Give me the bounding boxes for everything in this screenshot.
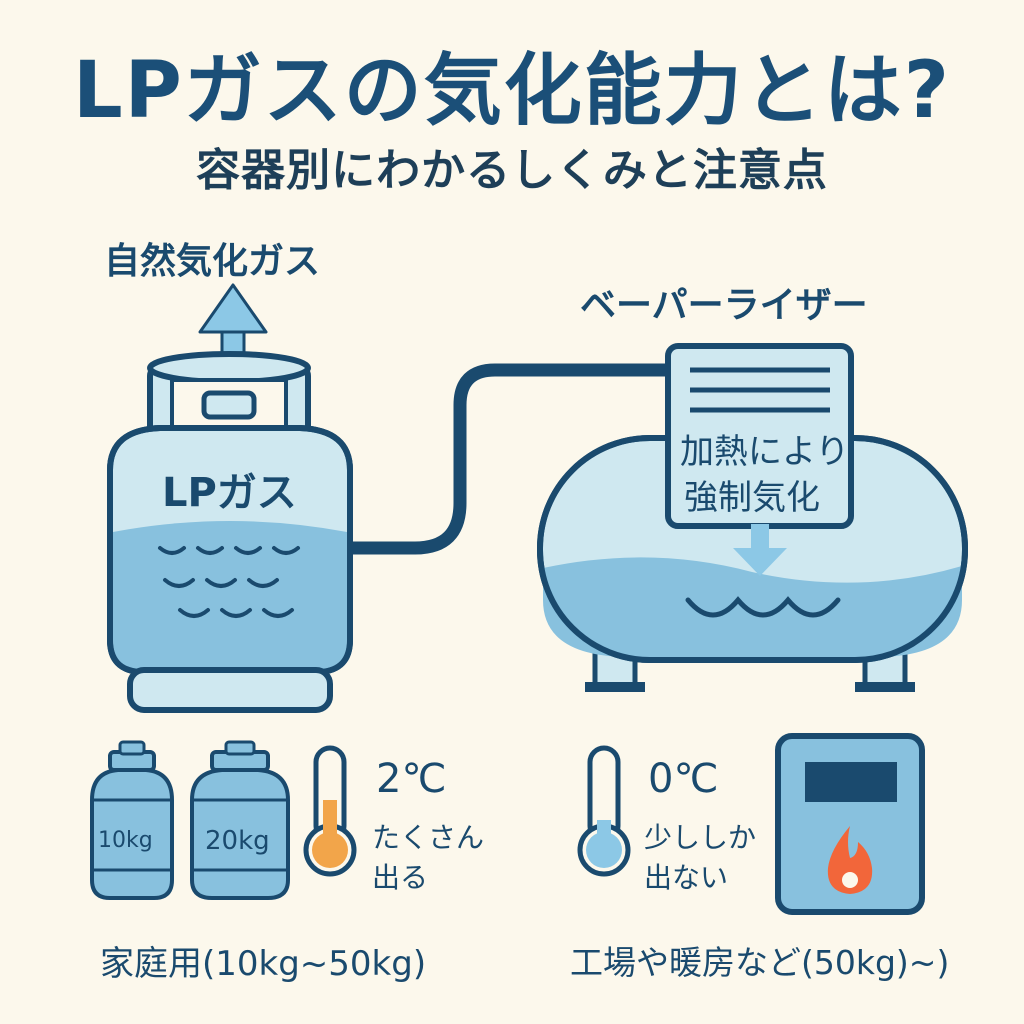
down-arrow-icon	[733, 524, 787, 576]
natural-vaporization-label: 自然気化ガス	[104, 241, 321, 282]
gas-cylinder-icon	[190, 740, 290, 900]
industrial-description-line1: 少ししか	[644, 821, 757, 854]
thermometer-icon	[577, 745, 631, 877]
flame-icon	[827, 826, 873, 894]
household-temperature: 2℃	[376, 756, 447, 802]
cylinder-label: LPガス	[162, 470, 297, 516]
vaporizer-panel-text-line1: 加熱により	[680, 432, 850, 472]
thermometer-icon	[303, 745, 357, 877]
cylinder-10kg-label: 10kg	[98, 828, 153, 853]
page-subtitle: 容器別にわかるしくみと注意点	[196, 145, 828, 196]
page-title: LPガスの気化能力とは?	[72, 46, 952, 136]
industrial-caption: 工場や暖房など(50kg)~)	[570, 943, 950, 982]
household-description-line1: たくさん	[372, 821, 485, 854]
cylinder-20kg-label: 20kg	[205, 826, 270, 856]
industrial-temperature: 0℃	[648, 756, 719, 802]
gas-cylinder-icon	[107, 351, 353, 713]
gas-cylinder-icon	[90, 740, 174, 900]
gas-pipe	[338, 363, 679, 555]
household-caption: 家庭用(10kg~50kg)	[100, 944, 427, 984]
vaporizer-panel-text-line2: 強制気化	[684, 478, 820, 518]
heater-icon	[775, 733, 925, 915]
industrial-description-line2: 出ない	[644, 861, 729, 894]
vaporizer-label: ベーパーライザー	[580, 285, 868, 326]
household-description-line2: 出る	[372, 861, 429, 894]
